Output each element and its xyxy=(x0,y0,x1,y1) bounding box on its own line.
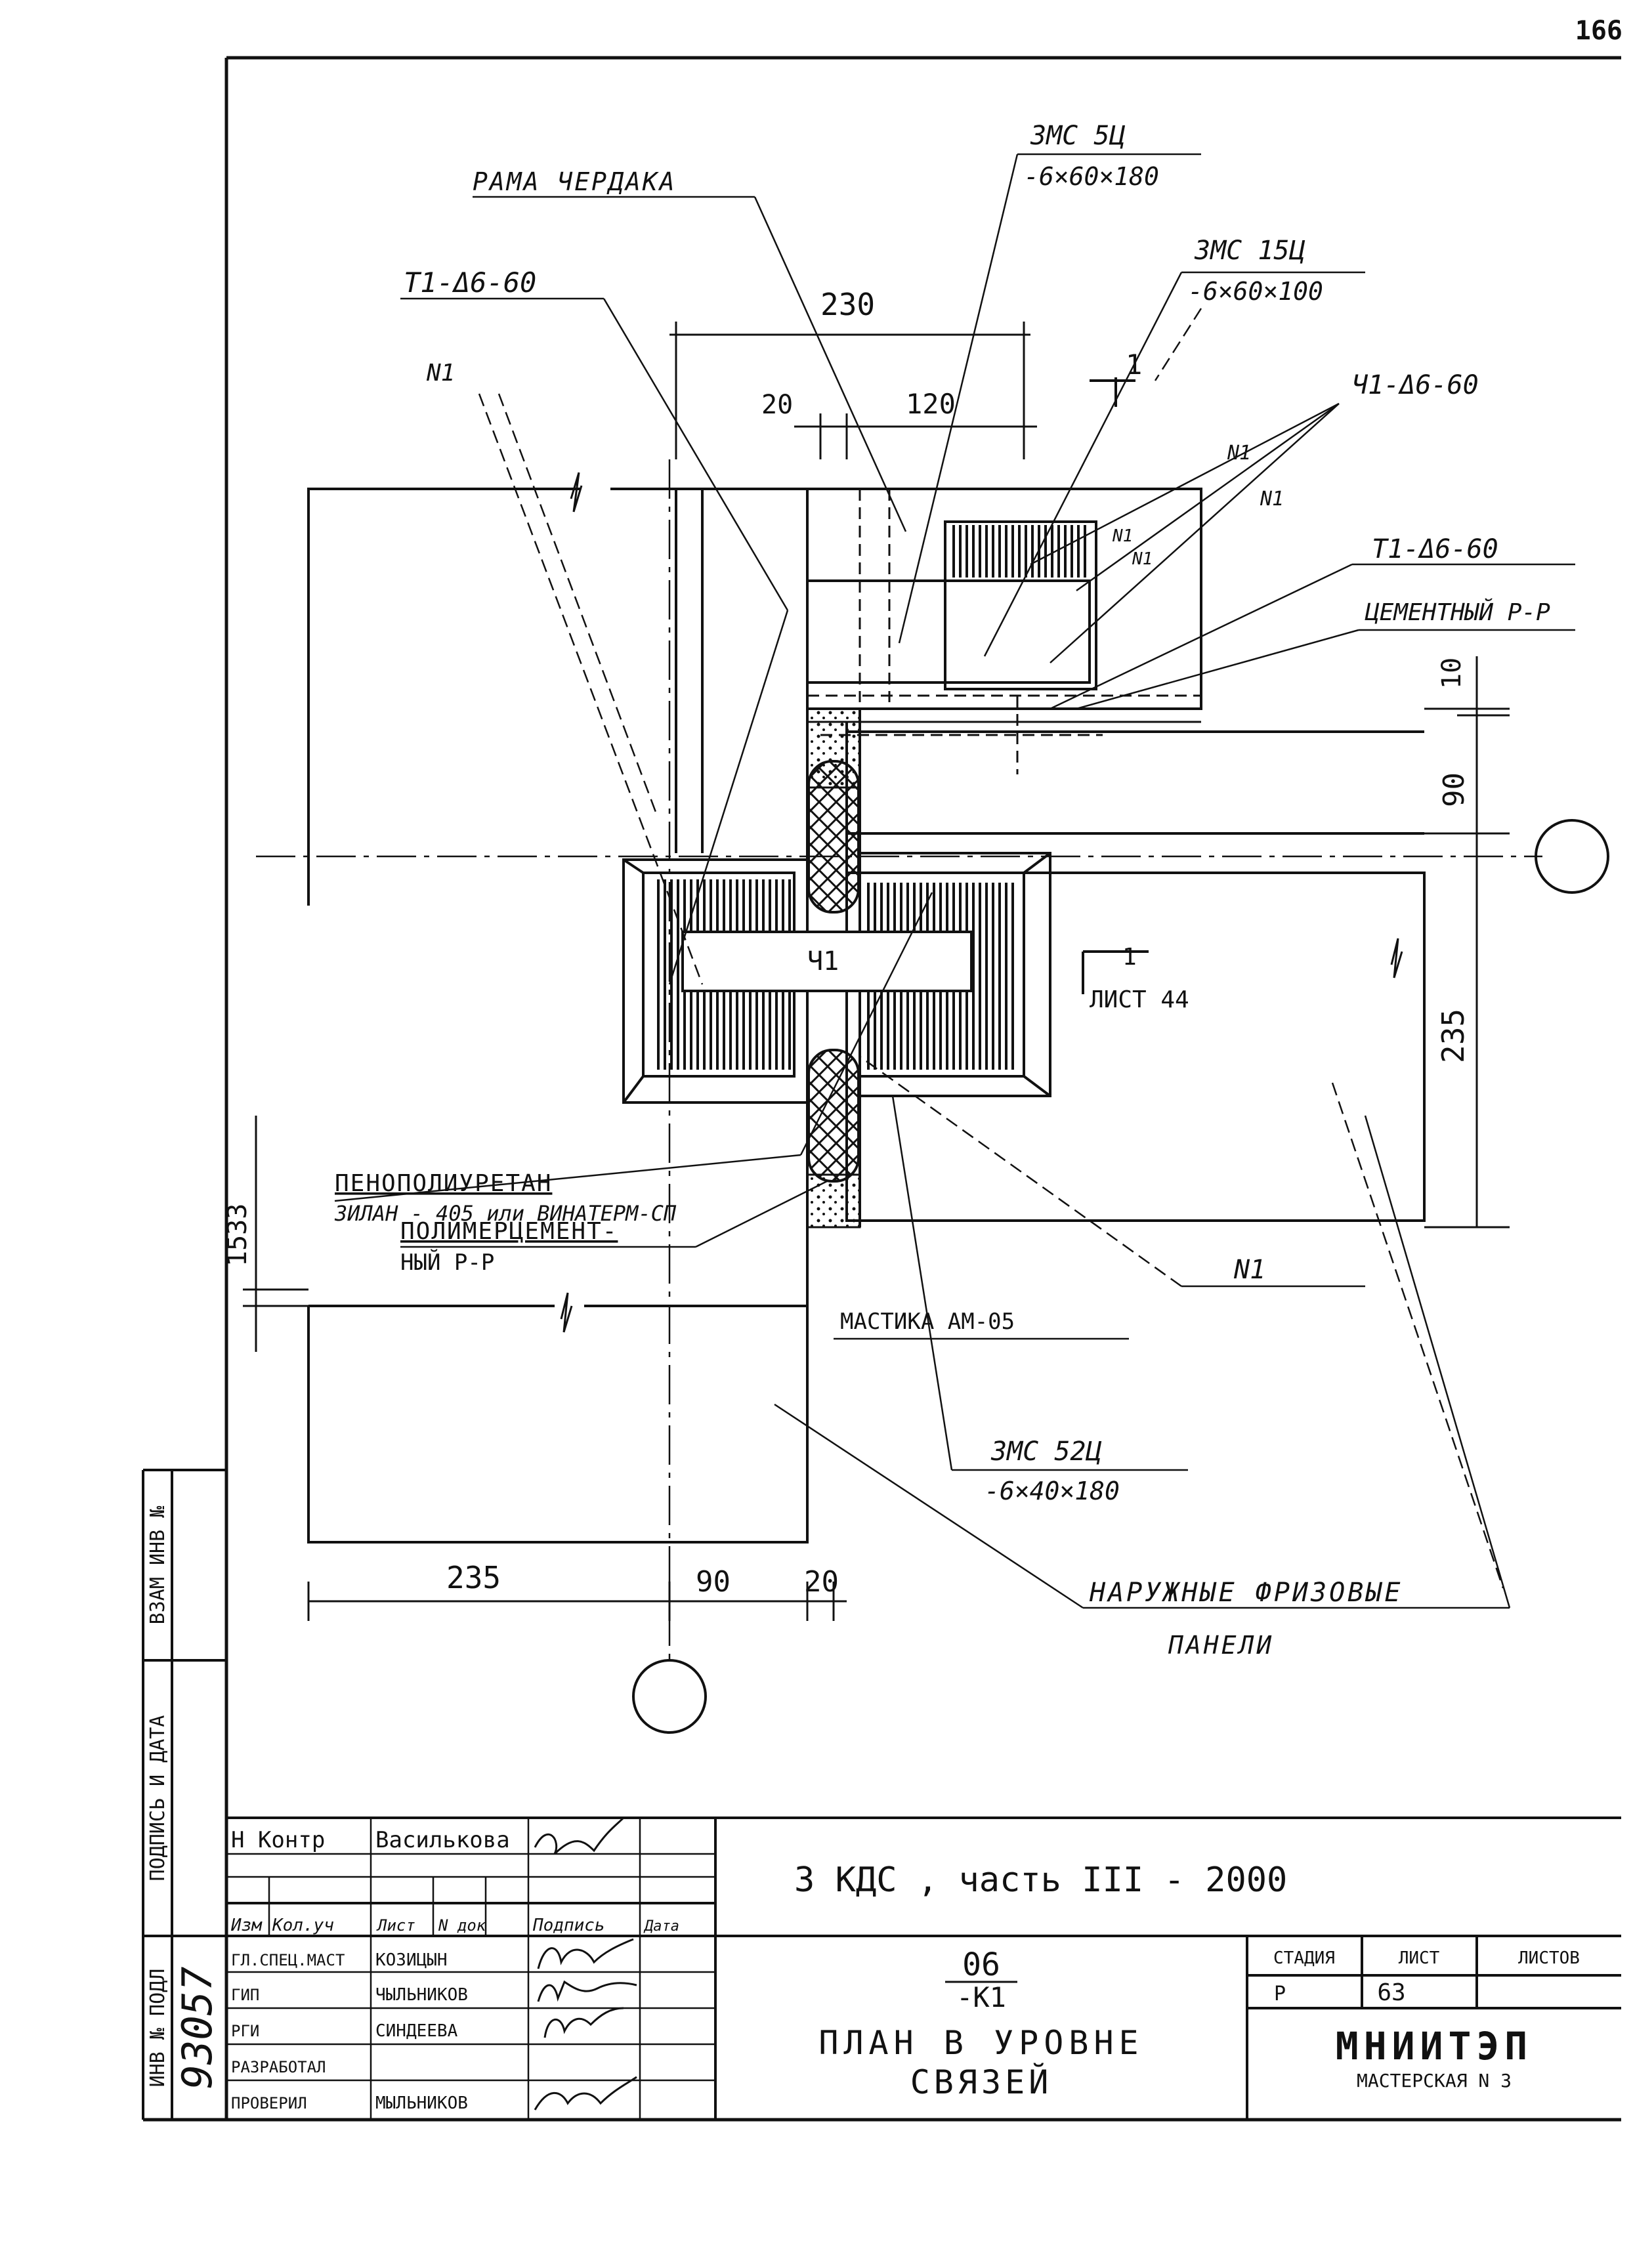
col-header-kol-uch: Кол.уч xyxy=(272,1916,334,1935)
dim-1533: 1533 xyxy=(223,1204,253,1267)
left-lower-panel xyxy=(307,1227,809,1544)
label-t1-top-left: Т1-Δ6-60 xyxy=(404,266,536,299)
axis-lines xyxy=(256,459,1542,1660)
sheet-title-line-2: СВЯЗЕЙ xyxy=(910,2063,1053,2101)
label-rama-cherdaka: РАМА ЧЕРДАКА xyxy=(473,167,677,196)
right-panel-body xyxy=(845,872,1426,1222)
role-gip-name: ЧЫЛЬНИКОВ xyxy=(375,1985,468,2005)
center-mark: Ч1 xyxy=(807,946,839,976)
dim-10: 10 xyxy=(1437,658,1467,689)
label-polymer-1: ПОЛИМЕРЦЕМЕНТ- xyxy=(400,1218,618,1245)
label-section-mark-top: 1 xyxy=(1126,348,1142,381)
col-header-n-dok: N док xyxy=(438,1916,486,1935)
label-cement: ЦЕМЕНТНЫЙ Р-Р xyxy=(1365,598,1550,626)
sheet-label: ЛИСТ xyxy=(1399,1948,1440,1968)
label-n1-top-left: N1 xyxy=(426,360,455,387)
dashed-leaders xyxy=(478,308,1504,1589)
role-rgi-name: СИНДЕЕВА xyxy=(375,2021,458,2041)
label-section-mark-mid: 1 xyxy=(1122,944,1137,971)
side-stamp: ВЗАМ ИНВ № ПОДПИСЬ И ДАТА ИНВ № ПОДЛ 930… xyxy=(142,1469,226,2120)
attic-hatch xyxy=(952,525,1090,578)
norm-control-label: Н Контр xyxy=(231,1827,325,1853)
central-tie-plate xyxy=(681,931,973,992)
signatures xyxy=(534,1938,637,2110)
label-foam-2: ЗИЛАН - 405 или ВИНАТЕРМ-СП xyxy=(334,1201,677,1226)
label-polymer-2: НЫЙ Р-Р xyxy=(400,1249,494,1276)
title-col-headers: Изм Кол.уч Лист N док Подпись Дата xyxy=(230,1916,679,1935)
sheet-title-line-1: ПЛАН В УРОВНЕ xyxy=(818,2024,1143,2062)
label-n1-d: N1 xyxy=(1132,549,1153,569)
role-rows: ГЛ.СПЕЦ.МАСТ КОЗИЦЫН ГИП ЧЫЛЬНИКОВ РГИ С… xyxy=(231,1950,468,2113)
sheet-frame xyxy=(143,56,1621,2122)
norm-control-name: Василькова xyxy=(375,1827,510,1853)
label-panels-1: НАРУЖНЫЕ ФРИЗОВЫЕ xyxy=(1089,1578,1403,1608)
stage-label: СТАДИЯ xyxy=(1273,1948,1335,1968)
col-header-data: Дата xyxy=(643,1918,679,1935)
section-arrows xyxy=(1082,377,1149,994)
title-block: Н Контр Василькова Изм Кол.уч Лист N док… xyxy=(226,1816,1621,2120)
role-gl-spec: ГЛ.СПЕЦ.МАСТ xyxy=(231,1951,345,1969)
doc-code-bottom: -К1 xyxy=(956,1981,1006,2013)
joint-crosshatch-bottom xyxy=(807,1049,860,1183)
role-rgi: РГИ xyxy=(231,2022,259,2040)
label-t1-right: Т1-Δ6-60 xyxy=(1372,534,1498,564)
side-stamp-vzam-inv: ВЗАМ ИНВ № xyxy=(146,1506,169,1625)
org-name: МНИИТЭП xyxy=(1336,2024,1533,2068)
break-lines xyxy=(243,472,1403,1333)
axis-marker-bottom xyxy=(632,1659,707,1734)
side-stamp-inv-number: 93057 xyxy=(173,1967,221,2090)
sheet-value: 63 xyxy=(1377,1979,1405,2006)
org-sub: МАСТЕРСКАЯ N 3 xyxy=(1357,2070,1512,2091)
label-ch1: Ч1-Δ6-60 xyxy=(1352,370,1479,400)
label-zms5-name: ЗМС 5Ц xyxy=(1030,121,1126,151)
col-header-podpis: Подпись xyxy=(532,1916,605,1935)
side-stamp-signature-date: ПОДПИСЬ И ДАТА xyxy=(146,1715,169,1881)
label-zms52-name: ЗМС 52Ц xyxy=(990,1437,1102,1467)
dim-90-bottom: 90 xyxy=(696,1565,731,1599)
dim-235-right: 235 xyxy=(1435,1009,1471,1063)
joint-crosshatch-top xyxy=(807,760,860,914)
label-panels-2: ПАНЕЛИ xyxy=(1168,1631,1274,1660)
role-gip: ГИП xyxy=(231,1986,259,2004)
project-title: 3 КДС , часть III - 2000 xyxy=(794,1860,1287,1900)
label-zms15-dim: -6×60×100 xyxy=(1188,277,1323,306)
label-n1-c: N1 xyxy=(1112,526,1133,546)
page-number: 166 xyxy=(1575,16,1622,46)
dim-120: 120 xyxy=(906,388,956,420)
left-upper-panel xyxy=(307,488,814,906)
label-n1-a: N1 xyxy=(1227,442,1251,465)
col-header-izm: Изм xyxy=(230,1916,263,1935)
label-list-ref: ЛИСТ 44 xyxy=(1090,986,1189,1013)
label-mastic: МАСТИКА АМ-05 xyxy=(840,1309,1015,1335)
role-proveril: ПРОВЕРИЛ xyxy=(231,2094,307,2112)
label-n1-b: N1 xyxy=(1260,488,1284,511)
dimension-lines xyxy=(255,322,1510,1621)
joint-sealant-bottom xyxy=(806,1173,861,1228)
sheets-label: ЛИСТОВ xyxy=(1518,1948,1580,1968)
dim-20-bottom: 20 xyxy=(804,1565,839,1599)
role-gl-spec-name: КОЗИЦЫН xyxy=(375,1950,448,1970)
side-stamp-inv-podl: ИНВ № ПОДЛ xyxy=(146,1969,169,2088)
col-header-list: Лист xyxy=(376,1916,415,1935)
label-zms52-dim: -6×40×180 xyxy=(985,1477,1120,1505)
doc-code-top: 06 xyxy=(962,1946,1000,1983)
stage-value: Р xyxy=(1274,1983,1286,2006)
role-proveril-name: МЫЛЬНИКОВ xyxy=(375,2093,468,2113)
label-zms15-name: ЗМС 15Ц xyxy=(1194,236,1305,266)
dim-230: 230 xyxy=(820,287,875,322)
label-foam-1: ПЕНОПОЛИУРЕТАН xyxy=(335,1170,552,1197)
label-n1-bottom: N1 xyxy=(1233,1255,1265,1285)
dim-235-bottom: 235 xyxy=(446,1560,501,1595)
dim-20-top: 20 xyxy=(761,390,793,420)
axis-marker-right xyxy=(1535,819,1609,894)
norm-control-signature xyxy=(534,1816,625,1855)
attic-frame-block xyxy=(806,488,1202,710)
drawing-area: Ч1 xyxy=(223,121,1609,1734)
leader-lines xyxy=(334,153,1575,1609)
dim-90-right: 90 xyxy=(1437,772,1471,807)
role-razrabotal: РАЗРАБОТАЛ xyxy=(231,2058,326,2076)
label-zms5-dim: -6×60×180 xyxy=(1024,162,1159,191)
